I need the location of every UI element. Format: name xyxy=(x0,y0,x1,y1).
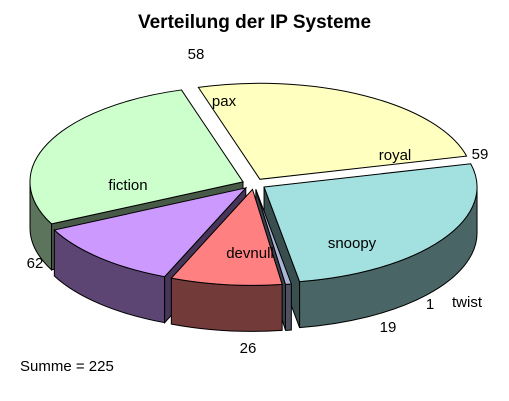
slice-top-fiction xyxy=(29,89,244,225)
slice-labels: royal 59 twist 1 snoopy 19 devnull 26 fiction 62 p… xyxy=(27,46,489,357)
slice-label-devnull: devnull xyxy=(226,245,274,262)
slice-label-snoopy: snoopy xyxy=(328,235,377,252)
slice-side-twist xyxy=(284,283,292,331)
slice-label-royal: royal xyxy=(379,147,412,164)
total-label: Summe = 225 xyxy=(20,358,114,375)
slice-top-twist xyxy=(255,189,293,285)
slice-side-snoopy xyxy=(170,277,283,332)
pie-tops xyxy=(29,82,478,286)
slice-top-pax xyxy=(197,82,468,180)
slice-top-snoopy xyxy=(170,188,283,286)
slice-value-pax: 58 xyxy=(188,46,205,63)
slice-top-royal xyxy=(263,163,478,283)
slice-label-pax: pax xyxy=(212,93,237,110)
slice-label-twist: twist xyxy=(452,294,483,311)
slice-label-fiction: fiction xyxy=(108,177,147,194)
chart-title: Verteilung der IP Systeme xyxy=(137,12,372,33)
slice-value-royal: 59 xyxy=(472,146,489,163)
slice-value-snoopy: 19 xyxy=(380,319,397,336)
slice-value-twist: 1 xyxy=(426,296,434,313)
slice-value-devnull: 26 xyxy=(240,340,257,357)
slice-top-devnull xyxy=(53,187,248,278)
slice-value-fiction: 62 xyxy=(27,255,44,272)
